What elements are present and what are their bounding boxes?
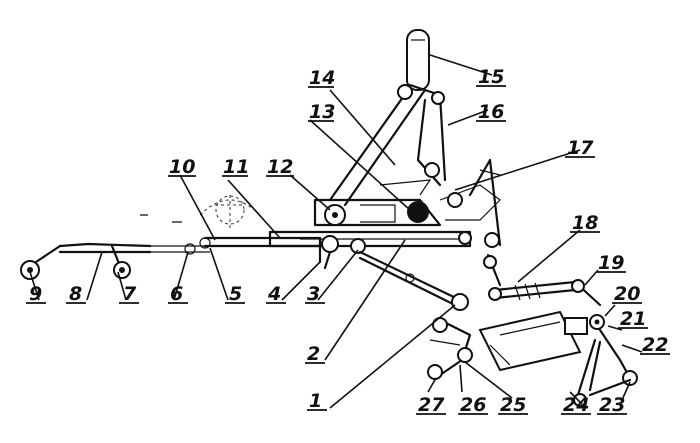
left-rod-assembly: [20, 195, 322, 280]
vertical-lever: [328, 29, 447, 207]
callout-1: 1: [309, 390, 322, 412]
callout-4: 4: [267, 283, 281, 305]
diagonal-rod: [358, 250, 469, 311]
main-bar: [268, 230, 472, 270]
pedal-bracket: [313, 158, 502, 248]
right-lower-assembly: [427, 253, 638, 407]
callout-26: 26: [460, 394, 486, 416]
callout-2: 2: [307, 343, 320, 365]
callout-17: 17: [567, 137, 594, 159]
callout-23: 23: [599, 394, 625, 416]
callout-27: 27: [418, 394, 445, 416]
number-underlines: [26, 85, 670, 415]
callout-21: 21: [620, 308, 646, 330]
callout-25: 25: [500, 394, 526, 416]
callout-19: 19: [598, 252, 624, 274]
callout-15: 15: [478, 66, 504, 88]
callout-9: 9: [29, 283, 42, 305]
callout-10: 10: [169, 156, 195, 178]
callout-7: 7: [123, 283, 137, 305]
callout-24: 24: [563, 394, 589, 416]
callout-14: 14: [309, 67, 335, 89]
callout-18: 18: [572, 212, 598, 234]
callout-22: 22: [642, 334, 668, 356]
callout-16: 16: [478, 101, 504, 123]
callout-5: 5: [229, 283, 242, 305]
callout-12: 12: [267, 156, 293, 178]
callout-3: 3: [307, 283, 320, 305]
callout-11: 11: [223, 156, 249, 178]
callout-8: 8: [69, 283, 82, 305]
callout-13: 13: [309, 101, 335, 123]
callout-20: 20: [614, 283, 640, 305]
callout-numbers: 1 2 3 4 5 6 7 8 9 10 11 12 13 14 15 16 1…: [29, 66, 668, 416]
leader-lines: [29, 54, 643, 409]
callout-6: 6: [170, 283, 183, 305]
